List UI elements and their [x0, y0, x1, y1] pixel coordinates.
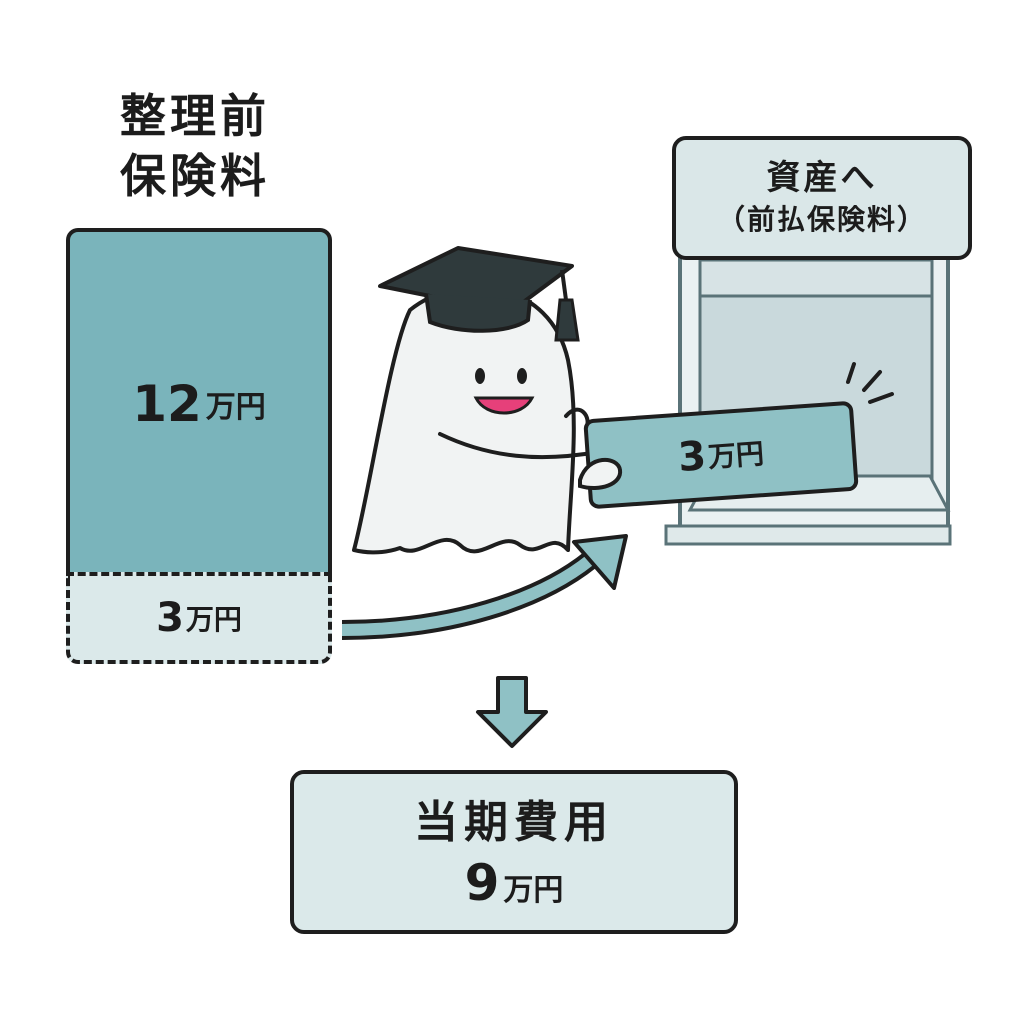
- asset-window-icon: [664, 248, 952, 546]
- before-heading: 整理前 保険料: [70, 86, 320, 206]
- down-arrow-icon: [476, 676, 548, 748]
- ghost-eye-right: [517, 368, 527, 384]
- prepaid-amount-unit: 万円: [185, 603, 242, 636]
- current-expense-unit: 万円: [503, 873, 564, 908]
- before-amount-unit: 万円: [205, 390, 266, 425]
- asset-sign: 資産へ （前払保険料）: [672, 136, 972, 260]
- current-expense-number: 9: [464, 854, 500, 912]
- before-amount-number: 12: [132, 375, 202, 433]
- ghost-mouth: [473, 396, 535, 415]
- asset-sign-line2: （前払保険料）: [716, 203, 927, 236]
- ticket-amount-number: 3: [676, 433, 708, 481]
- before-heading-line2: 保険料: [120, 149, 270, 203]
- asset-sign-line1: 資産へ: [766, 158, 878, 198]
- ghost-mascot: [352, 246, 600, 555]
- graduation-cap-icon: [378, 246, 580, 342]
- ghost-body: [352, 285, 576, 555]
- before-heading-line1: 整理前: [120, 89, 270, 143]
- ghost-hand: [578, 457, 623, 490]
- ticket-amount-unit: 万円: [706, 437, 766, 474]
- prepaid-amount-number: 3: [156, 595, 184, 641]
- ghost-eye-left: [475, 368, 485, 384]
- curved-arrow-icon: [341, 534, 628, 640]
- motion-lines-icon: [846, 362, 894, 404]
- current-expense-title: 当期費用: [414, 797, 614, 848]
